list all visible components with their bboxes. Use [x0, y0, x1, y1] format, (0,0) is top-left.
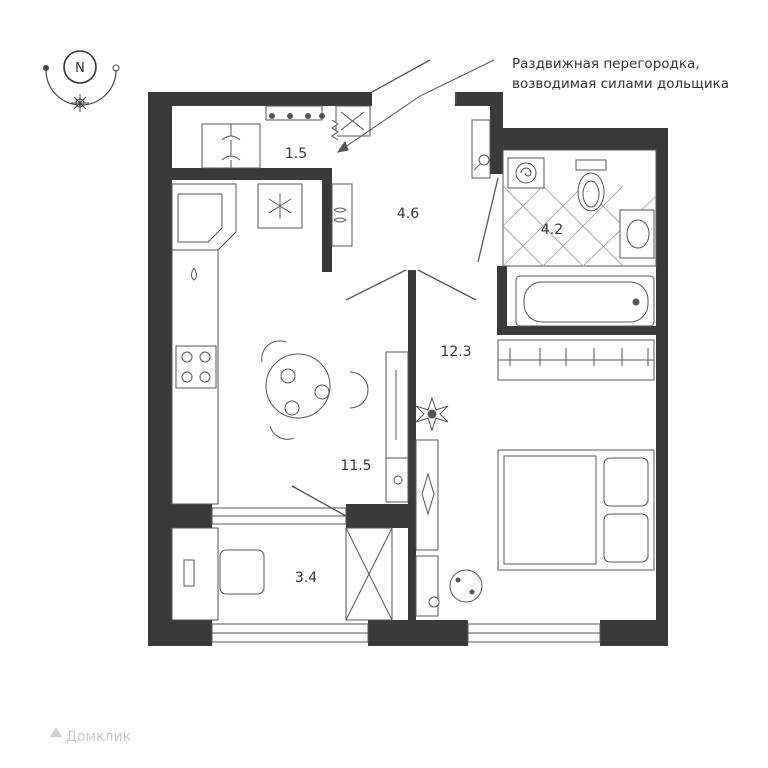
compass-north-letter: N	[75, 61, 85, 76]
chair	[269, 425, 295, 440]
wall-balcony-top-left	[172, 504, 212, 528]
wall-balcony-right	[408, 504, 416, 646]
wall-bottom-mid	[368, 620, 468, 646]
room-label-hall: 4.6	[397, 206, 419, 222]
lamp-strip	[265, 105, 323, 121]
wall-top-left	[148, 92, 372, 106]
compass-dot-left	[43, 65, 49, 71]
mirror-icon	[478, 154, 490, 166]
watermark: Домклик	[50, 727, 131, 745]
hanger-icon	[221, 135, 241, 141]
balcony-door	[291, 485, 347, 517]
desk-chair	[219, 549, 265, 595]
snowflake-icon	[268, 193, 292, 219]
chair	[349, 371, 369, 409]
doors	[291, 59, 499, 517]
kitchen	[171, 183, 409, 505]
room-label-balcony: 3.4	[295, 570, 317, 586]
wall-left	[148, 92, 172, 646]
partition-zigzag	[331, 119, 339, 141]
bed-blanket	[503, 455, 597, 565]
wall-bath-left-lower	[497, 266, 507, 332]
plant-icon	[415, 396, 449, 432]
hanger-icon	[221, 155, 241, 161]
windows	[211, 507, 601, 643]
drop-icon	[191, 267, 197, 281]
shoes-icon	[333, 207, 347, 213]
corner-sink-icon	[177, 193, 223, 243]
closet	[201, 105, 371, 169]
kitchen-cabinet	[385, 351, 409, 503]
bathroom	[471, 119, 657, 327]
wall-hall-left	[322, 168, 332, 272]
dining-table	[265, 353, 331, 419]
wall-balcony-top-right	[346, 504, 416, 528]
stove-icon	[175, 345, 217, 389]
wall-bath-bottom	[497, 326, 668, 335]
entry-door	[371, 59, 431, 93]
room-label-bedroom: 12.3	[440, 344, 471, 360]
wall-right	[656, 128, 668, 646]
walls	[148, 92, 668, 646]
pillow	[603, 513, 649, 563]
wall-bottom-right	[600, 620, 668, 646]
note-pointer	[336, 59, 495, 153]
bathroom-door	[477, 177, 499, 263]
compass-arc	[45, 69, 117, 106]
wall-closet-bottom	[172, 168, 332, 180]
toilet-tank	[575, 159, 607, 171]
watermark-text: Домклик	[66, 729, 131, 745]
compass-circle	[63, 50, 97, 84]
room-label-kitchen: 11.5	[340, 458, 371, 474]
kitchen-door-left	[345, 269, 407, 301]
bedroom	[415, 339, 655, 617]
bedroom-door-right	[417, 269, 477, 301]
bathtub-inner	[523, 281, 649, 323]
tv-icon	[421, 472, 435, 516]
ottoman-icon	[449, 569, 483, 603]
sink-icon	[626, 219, 650, 249]
room-label-bathroom: 4.2	[541, 222, 563, 238]
wall-bottom-left	[148, 620, 212, 646]
shoe-cabinet	[331, 183, 353, 247]
compass-dot-right	[112, 64, 120, 72]
laptop-icon	[183, 559, 195, 587]
wall-bath-top	[490, 128, 668, 150]
pillow	[603, 457, 649, 507]
chair	[261, 340, 287, 363]
hall	[331, 183, 353, 247]
wall-bath-left-mid	[490, 150, 503, 174]
room-label-closet: 1.5	[285, 146, 307, 162]
partition-note-line1: Раздвижная перегородка,	[512, 56, 700, 72]
compass: N	[43, 50, 120, 112]
watermark-logo-icon	[50, 727, 62, 737]
balcony	[171, 527, 393, 621]
mirror-icon	[428, 596, 440, 608]
wall-kitchen-bedroom	[408, 270, 416, 504]
balcony-desk	[171, 527, 219, 621]
sun-icon	[71, 94, 89, 112]
wardrobe-hangers	[509, 348, 649, 366]
partition-note-line2: возводимая силами дольщика	[512, 76, 729, 92]
